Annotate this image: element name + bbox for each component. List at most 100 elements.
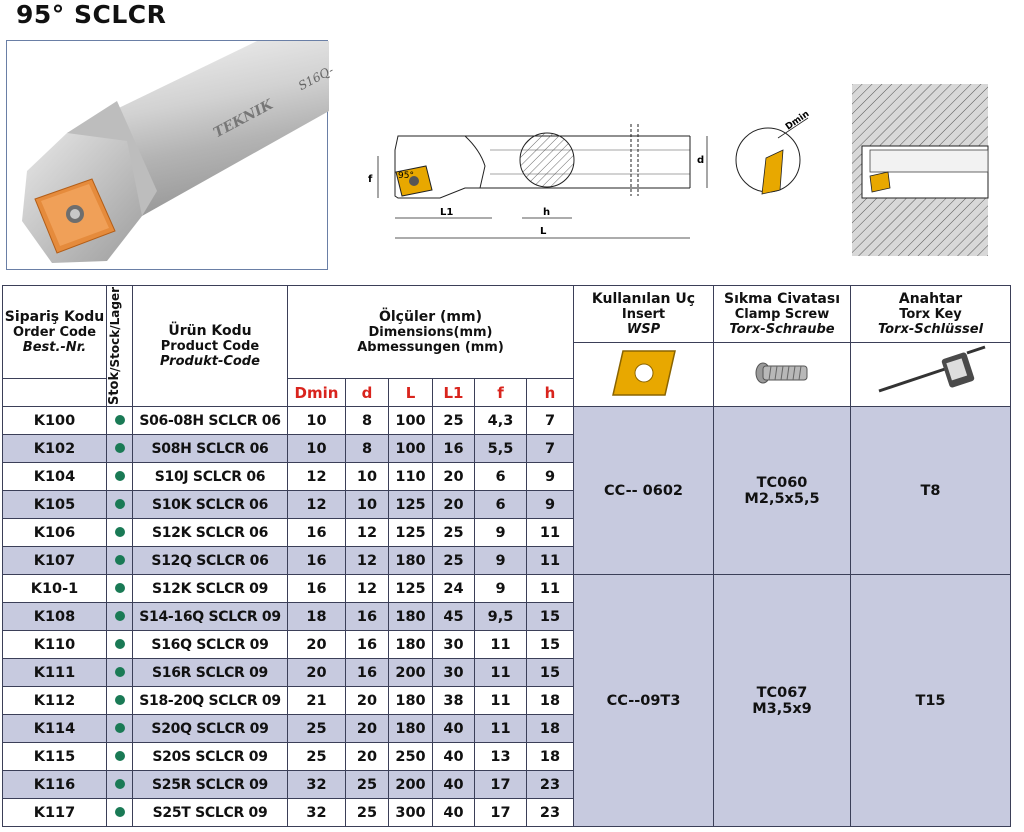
d-cell: 20 <box>345 714 389 743</box>
h-cell: 18 <box>526 742 574 771</box>
insert-code-cell: CC-- 0602 <box>573 406 714 575</box>
stock-cell <box>106 714 133 743</box>
d-cell: 16 <box>345 602 389 631</box>
in-stock-dot <box>114 750 125 761</box>
h-cell: 23 <box>526 798 574 827</box>
l-cell: 200 <box>388 770 433 799</box>
d-cell: 12 <box>345 546 389 575</box>
stock-cell <box>106 770 133 799</box>
dim-l-label: L <box>540 226 547 237</box>
dim-header-l: L <box>388 378 433 407</box>
dmin-cell: 21 <box>287 686 346 715</box>
order-code-header-spacer <box>2 378 107 407</box>
d-cell: 20 <box>345 686 389 715</box>
l1-cell: 20 <box>432 490 475 519</box>
f-cell: 17 <box>474 798 527 827</box>
f-cell: 9,5 <box>474 602 527 631</box>
clamp-screw-size: M2,5x5,5 <box>744 490 820 507</box>
stock-cell <box>106 602 133 631</box>
h-cell: 11 <box>526 518 574 547</box>
stock-cell <box>106 518 133 547</box>
l1-cell: 24 <box>432 574 475 603</box>
l1-cell: 30 <box>432 630 475 659</box>
f-cell: 11 <box>474 714 527 743</box>
order-code-cell: K107 <box>2 546 107 575</box>
l-cell: 100 <box>388 406 433 435</box>
dim-l1-label: L1 <box>440 207 453 218</box>
order-code-cell: K115 <box>2 742 107 771</box>
h-cell: 18 <box>526 714 574 743</box>
dmin-cell: 32 <box>287 798 346 827</box>
order-code-cell: K110 <box>2 630 107 659</box>
order-code-cell: K104 <box>2 462 107 491</box>
stock-header: Stok/Stock/Lager <box>106 285 133 407</box>
dim-dmin-label: Dmin <box>784 109 811 132</box>
f-cell: 11 <box>474 658 527 687</box>
dmin-cell: 25 <box>287 742 346 771</box>
dim-header-h: h <box>526 378 574 407</box>
insert-header: Kullanılan Uç Insert WSP <box>573 285 714 343</box>
in-stock-dot <box>114 554 125 565</box>
l1-cell: 30 <box>432 658 475 687</box>
order-code-cell: K106 <box>2 518 107 547</box>
d-cell: 16 <box>345 630 389 659</box>
d-cell: 25 <box>345 770 389 799</box>
h-cell: 11 <box>526 574 574 603</box>
stock-cell <box>106 546 133 575</box>
order-code-cell: K112 <box>2 686 107 715</box>
h-cell: 15 <box>526 658 574 687</box>
order-code-cell: K116 <box>2 770 107 799</box>
h-cell: 11 <box>526 546 574 575</box>
product-code-cell: S08H SCLCR 06 <box>132 434 288 463</box>
dim-h-label: h <box>543 207 550 218</box>
dimensions-header: Ölçüler (mm) Dimensions(mm) Abmessungen … <box>287 285 574 379</box>
in-stock-dot <box>114 666 125 677</box>
product-code-cell: S16R SCLCR 09 <box>132 658 288 687</box>
f-cell: 9 <box>474 574 527 603</box>
order-code-cell: K100 <box>2 406 107 435</box>
insert-image <box>573 342 714 407</box>
l-cell: 180 <box>388 686 433 715</box>
clamp-screw-image <box>713 342 851 407</box>
order-code-cell: K117 <box>2 798 107 827</box>
dmin-cell: 10 <box>287 406 346 435</box>
in-stock-dot <box>114 470 125 481</box>
page-title: 95° SCLCR <box>16 0 167 29</box>
dim-f-label: f <box>368 174 373 185</box>
in-stock-dot <box>114 722 125 733</box>
h-cell: 23 <box>526 770 574 799</box>
dim-header-l1: L1 <box>432 378 475 407</box>
l1-cell: 25 <box>432 406 475 435</box>
order-code-cell: K114 <box>2 714 107 743</box>
stock-cell <box>106 462 133 491</box>
l1-cell: 25 <box>432 518 475 547</box>
l1-cell: 38 <box>432 686 475 715</box>
l-cell: 110 <box>388 462 433 491</box>
order-code-cell: K10-1 <box>2 574 107 603</box>
clamp-screw-code: TC060 <box>756 474 808 491</box>
d-cell: 8 <box>345 434 389 463</box>
clamp-screw-header: Sıkma Civatası Clamp Screw Torx-Schraube <box>713 285 851 343</box>
l-cell: 250 <box>388 742 433 771</box>
l-cell: 180 <box>388 546 433 575</box>
f-cell: 13 <box>474 742 527 771</box>
torx-key-cell: T15 <box>850 574 1011 827</box>
product-code-cell: S20Q SCLCR 09 <box>132 714 288 743</box>
product-photo: TEKNIK S16Q- <box>6 40 336 270</box>
l-cell: 180 <box>388 714 433 743</box>
order-code-cell: K111 <box>2 658 107 687</box>
in-stock-dot <box>114 442 125 453</box>
stock-cell <box>106 658 133 687</box>
product-code-cell: S12K SCLCR 09 <box>132 574 288 603</box>
dmin-cell: 12 <box>287 490 346 519</box>
